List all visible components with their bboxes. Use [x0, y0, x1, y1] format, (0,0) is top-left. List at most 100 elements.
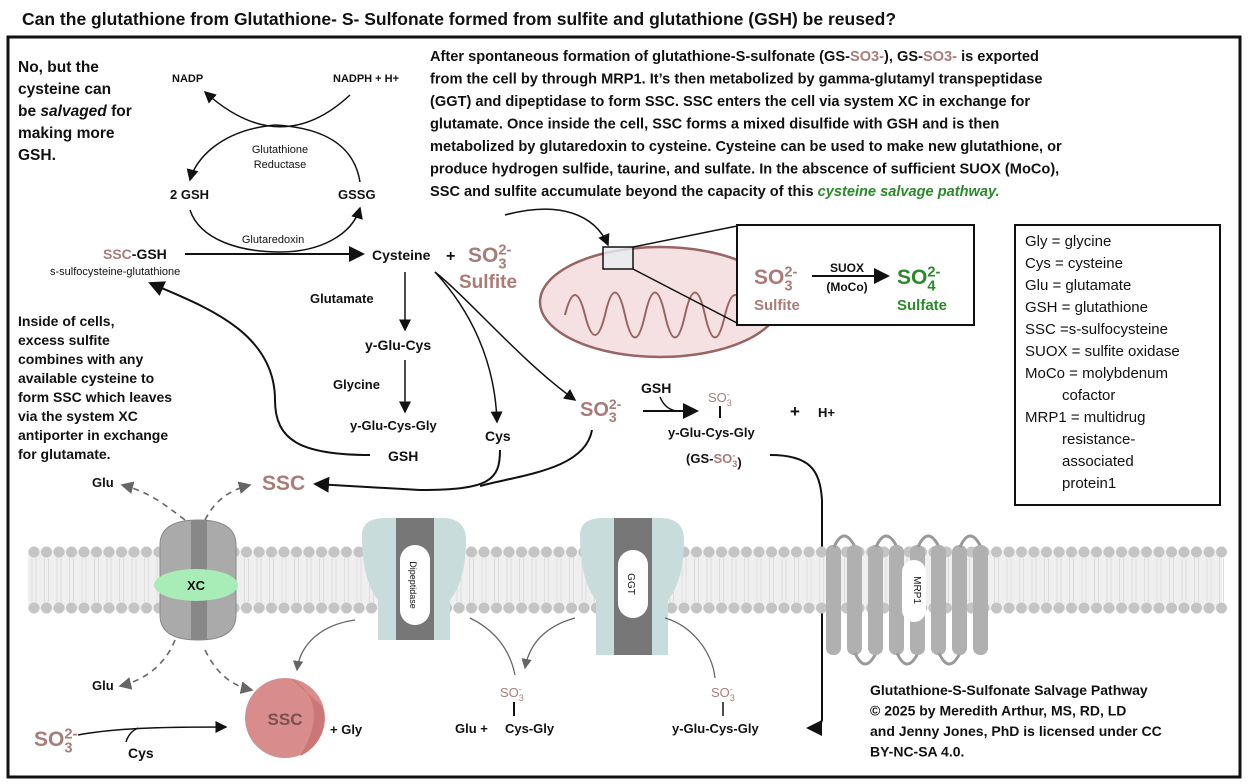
lipid-head — [1128, 546, 1140, 558]
sulfite-label: Sulfite — [459, 272, 517, 293]
lipid-head — [991, 602, 1002, 614]
mrp1-helix — [973, 545, 988, 655]
text-segment: via the system XC — [18, 408, 138, 424]
lipid-head — [91, 602, 102, 614]
lipid-head — [128, 602, 140, 614]
mrp1-loop — [958, 534, 983, 548]
text-line: MoCo = molybdenum — [1025, 365, 1168, 382]
cysteine-to-cys-arrow — [434, 271, 503, 424]
lipid-head — [478, 546, 490, 558]
text-line: glutamate. Once inside the cell, SSC for… — [430, 117, 999, 133]
lipid-tail — [1131, 558, 1137, 602]
lipid-tail — [281, 558, 287, 602]
gsh-reagent-label: GSH — [641, 380, 671, 396]
formula-base: SO — [34, 728, 64, 751]
suox-inset: SO2-3 Sulfite SUOX (MoCo) SO2-4 Sulfate — [736, 224, 975, 326]
glycine-label: Glycine — [333, 377, 380, 392]
formula-subscript: 3 — [732, 459, 737, 469]
reductase-arc — [274, 124, 361, 183]
lipid-head — [316, 546, 327, 558]
gs-product-label: y-Glu-Cys-Gly — [668, 425, 755, 440]
ssc-gsh-fullname: s-sulfocysteine-glutathione — [50, 266, 180, 278]
lipid-head — [1191, 546, 1202, 558]
text-segment: MRP1 = multidrug — [1025, 409, 1145, 426]
lipid-head — [28, 602, 40, 614]
lipid-tail — [106, 558, 112, 602]
lipid-head — [291, 546, 302, 558]
enzyme-label-1: Glutathione — [252, 144, 308, 156]
text-segment: SUOX = sulfite oxidase — [1025, 343, 1180, 360]
gsh-label: GSH — [388, 448, 418, 464]
lipid-head — [578, 602, 590, 614]
lipid-head — [566, 546, 577, 558]
mrp1-helix — [952, 545, 967, 655]
text-segment: After spontaneous formation of glutathio… — [430, 49, 850, 65]
ssc-ball-label: SSC — [268, 710, 303, 729]
text-segment: making more — [18, 125, 115, 142]
lipid-head — [703, 546, 715, 558]
text-segment: ), GS- — [884, 49, 923, 65]
xc-label: XC — [187, 578, 206, 593]
text-line: Cys = cysteine — [1025, 255, 1123, 272]
text-line: via the system XC — [18, 408, 138, 424]
lipid-tail — [781, 558, 787, 602]
formula-base: SO — [580, 399, 609, 421]
glutaredoxin-arc — [189, 206, 363, 253]
formula-charge: - — [730, 684, 733, 694]
lipid-head — [1016, 546, 1027, 558]
text-segment: from the cell by through MRP1. It’s then… — [430, 72, 1043, 88]
lipid-head — [253, 602, 265, 614]
lipid-head — [691, 602, 702, 614]
lipid-tail — [94, 558, 99, 602]
lipid-head — [803, 602, 815, 614]
lipid-head — [316, 602, 327, 614]
lipid-tail — [1069, 558, 1074, 602]
lipid-head — [1178, 602, 1190, 614]
glutathione-cycle: NADP NADPH + H+ Glutathione Reductase 2 … — [170, 73, 399, 253]
formula-subscript: 4 — [927, 278, 936, 294]
mrp1-export-arrow — [769, 454, 823, 736]
formula-base: SO — [708, 390, 727, 405]
sulfite-cys-arrow — [77, 721, 228, 736]
lipid-head — [266, 602, 277, 614]
lipid-head — [1066, 602, 1077, 614]
lipid-head — [1128, 602, 1140, 614]
text-line: GSH. — [18, 147, 56, 164]
lipid-head — [503, 546, 515, 558]
text-line: Glutathione-S-Sulfonate Salvage Pathway — [870, 682, 1148, 698]
lipid-tail — [44, 558, 49, 602]
formula-subscript: 3 — [498, 256, 506, 272]
sulfite-to-so3-arrow — [434, 271, 577, 401]
lipid-tail — [356, 558, 362, 602]
text-segment: Glu = glutamate — [1025, 277, 1131, 294]
text-line: (GGT) and dipeptidase to form SSC. SSC e… — [430, 94, 1030, 110]
lipid-tail — [1219, 558, 1224, 602]
lipid-head — [1116, 546, 1127, 558]
lipid-head — [1016, 602, 1027, 614]
lipid-head — [1191, 602, 1202, 614]
text-segment: metabolized by glutaredoxin to cysteine.… — [430, 139, 1062, 155]
text-segment: available cysteine to — [18, 370, 154, 386]
mrp1-helix — [931, 545, 946, 655]
lipid-head — [541, 602, 552, 614]
lipid-tail — [506, 558, 512, 602]
lipid-tail — [531, 558, 537, 602]
text-line: No, but the — [18, 59, 99, 76]
lipid-head — [341, 602, 352, 614]
text-segment: and Jenny Jones, PhD is licensed under C… — [870, 723, 1162, 739]
lipid-tail — [556, 558, 562, 602]
lipid-head — [278, 546, 290, 558]
mrp1-transporter: MRP1 — [826, 534, 988, 666]
lipid-head — [353, 546, 365, 558]
lipid-head — [753, 546, 765, 558]
text-segment: produce hydrogen sulfide, taurine, and s… — [430, 162, 1059, 178]
lipid-tail — [769, 558, 774, 602]
inset-sulfite-label: Sulfite — [754, 297, 800, 314]
formula-subscript: 3 — [64, 740, 72, 756]
dipep-sulfonate-formula: SO-3 — [500, 684, 524, 702]
lipid-head — [1178, 546, 1190, 558]
lipid-tail — [1194, 558, 1199, 602]
text-line: BY-NC-SA 4.0. — [870, 744, 964, 760]
